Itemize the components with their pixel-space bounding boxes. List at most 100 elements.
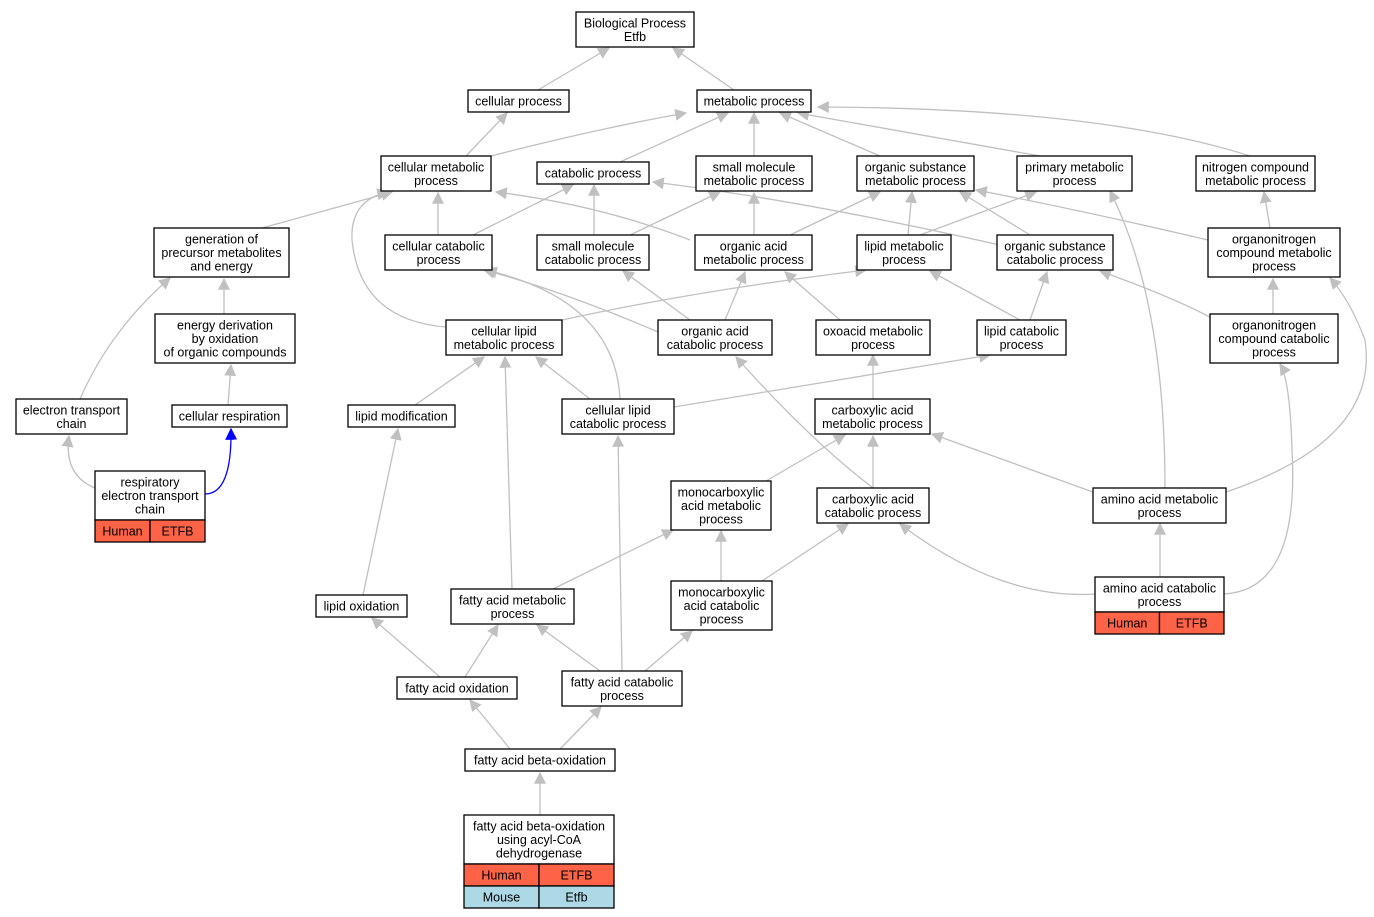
term-label: lipid metabolic — [864, 239, 943, 253]
term-label: fatty acid oxidation — [405, 682, 509, 696]
edge-arrow — [784, 271, 841, 321]
edge-arrow — [1223, 362, 1294, 595]
term-label: process — [1000, 338, 1044, 352]
term-label: compound metabolic — [1216, 246, 1331, 260]
gene-cell — [149, 519, 206, 543]
term-node-mp[interactable]: metabolic process — [696, 89, 812, 113]
edge-arrow — [464, 623, 499, 678]
gene-cell — [538, 885, 615, 909]
term-label: process — [700, 613, 744, 627]
term-node-fabo[interactable]: fatty acid beta-oxidation — [464, 748, 616, 772]
edge-arrow — [974, 186, 1209, 241]
term-label: chain — [135, 503, 165, 517]
edge-arrow — [644, 630, 693, 672]
term-label: compound catabolic — [1218, 332, 1329, 346]
term-node-cr[interactable]: cellular respiration — [171, 404, 288, 428]
term-label: acid catabolic — [684, 599, 760, 613]
term-node-lox[interactable]: lipid oxidation — [315, 594, 408, 618]
term-label: small molecule — [713, 160, 796, 174]
term-label: catabolic process — [545, 167, 642, 181]
edge-arrow — [919, 190, 1038, 236]
term-label: catabolic process — [570, 417, 667, 431]
edge-arrow — [612, 434, 625, 672]
term-node-fao[interactable]: fatty acid oxidation — [396, 676, 518, 700]
term-box — [856, 155, 975, 192]
term-node-catp[interactable]: catabolic process — [536, 161, 650, 185]
edge-arrow — [494, 187, 691, 241]
term-label: metabolic process — [822, 417, 923, 431]
term-box — [816, 487, 930, 524]
edge-arrow — [472, 184, 575, 236]
term-box — [380, 155, 492, 192]
edge-arrow — [816, 101, 1251, 157]
term-box — [1092, 487, 1227, 524]
term-box — [467, 89, 570, 113]
term-box — [347, 404, 456, 428]
term-box — [396, 676, 518, 700]
edge-arrow — [224, 363, 237, 406]
term-label: process — [600, 689, 644, 703]
term-label: lipid modification — [355, 410, 447, 424]
edge-arrow — [673, 350, 992, 408]
edge-arrow — [1225, 277, 1367, 493]
edge-arrow — [651, 177, 1001, 246]
term-label: cellular lipid — [471, 324, 536, 338]
term-label: small molecule — [552, 239, 635, 253]
edge-arrow — [672, 47, 735, 91]
edge-arrow — [761, 523, 850, 582]
term-node-lmod[interactable]: lipid modification — [347, 404, 456, 428]
term-label: Etfb — [624, 30, 646, 44]
term-label: metabolic process — [704, 174, 805, 188]
term-label: metabolic process — [703, 253, 804, 267]
term-label: respiratory — [120, 476, 180, 490]
term-label: metabolic process — [865, 174, 966, 188]
term-box — [315, 594, 408, 618]
term-label: primary metabolic — [1025, 160, 1124, 174]
term-label: by oxidation — [192, 332, 259, 346]
term-label: fatty acid catabolic — [571, 675, 674, 689]
term-node-cp[interactable]: cellular process — [467, 89, 570, 113]
term-label: catabolic process — [545, 253, 642, 267]
edge-arrow — [765, 434, 847, 482]
edge-arrow — [789, 191, 882, 236]
edge-arrow — [535, 356, 591, 400]
term-label: process — [1252, 346, 1296, 360]
edge-arrow — [351, 188, 447, 328]
term-box — [464, 748, 616, 772]
term-label: cellular process — [475, 95, 562, 109]
term-label: catabolic process — [825, 506, 922, 520]
edge-arrow — [899, 523, 1096, 596]
edge-arrow — [1259, 190, 1272, 229]
